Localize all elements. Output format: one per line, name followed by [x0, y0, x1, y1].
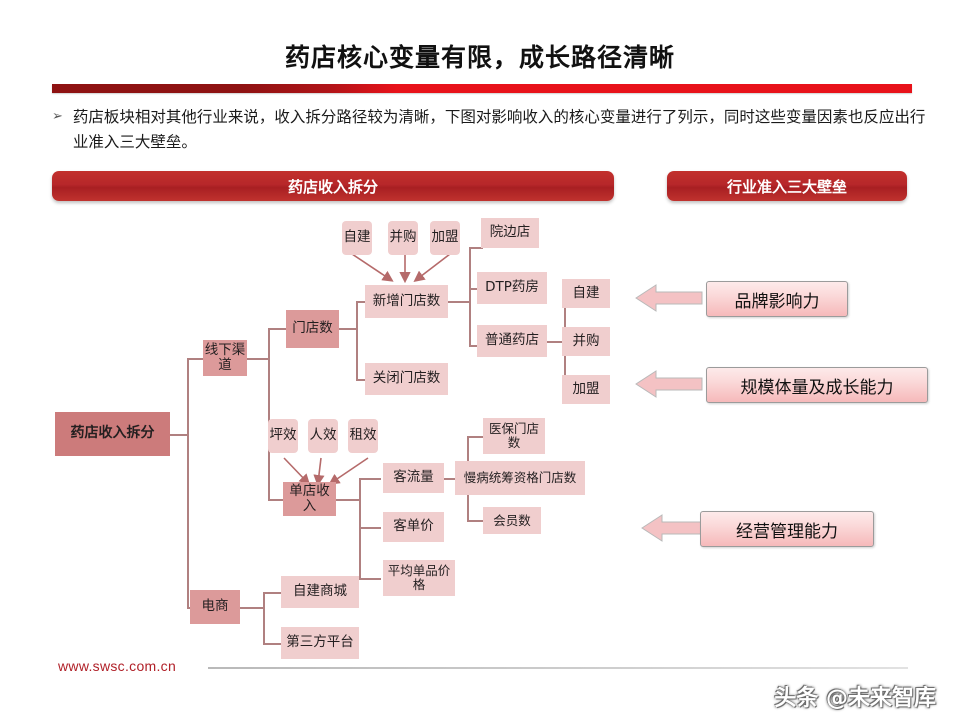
node-third-party-platform: 第三方平台: [281, 627, 359, 659]
barrier-arrow-icon: [635, 284, 703, 312]
connector: [547, 341, 565, 343]
node-own-mall: 自建商城: [281, 576, 359, 608]
connector: [187, 358, 189, 608]
barrier-brand-influence: 品牌影响力: [706, 281, 848, 317]
connector: [240, 607, 264, 609]
connector: [263, 592, 281, 594]
node-insurance-stores: 医保门店数: [483, 418, 545, 454]
node-efficiency-labor: 人效: [308, 419, 338, 453]
connector: [359, 478, 381, 480]
node-store-type-hospital-adjacent: 院边店: [481, 218, 539, 248]
connector: [356, 301, 358, 380]
node-regular-mode-self-built: 自建: [562, 279, 610, 308]
banner-revenue-breakdown: 药店收入拆分: [52, 171, 614, 201]
node-chronic-pooling-stores: 慢病统筹资格门店数: [455, 461, 585, 495]
connector: [339, 328, 357, 330]
connector: [448, 301, 470, 303]
footer-divider: [208, 667, 908, 669]
node-average-item-price: 平均单品价格: [383, 560, 455, 596]
connector: [469, 247, 483, 249]
node-store-type-dtp: DTP药房: [477, 272, 547, 304]
converging-arrows-new-stores: [351, 253, 451, 284]
connector: [170, 434, 188, 436]
node-new-store-mode-self-built: 自建: [342, 221, 372, 255]
converging-arrows-store-revenue: [283, 457, 369, 487]
node-efficiency-area: 坪效: [268, 419, 298, 453]
node-customer-traffic: 客流量: [383, 463, 444, 493]
connector: [359, 578, 381, 580]
node-store-count: 门店数: [286, 310, 339, 348]
node-member-count: 会员数: [483, 507, 541, 534]
node-efficiency-rent: 租效: [348, 419, 378, 453]
node-new-store-mode-franchise: 加盟: [430, 221, 460, 255]
connector: [268, 328, 286, 330]
connector: [247, 358, 269, 360]
node-root-revenue-breakdown: 药店收入拆分: [55, 412, 170, 456]
title-underline-rule: [52, 84, 912, 93]
connector: [467, 520, 483, 522]
connector: [268, 328, 270, 500]
connector: [263, 643, 281, 645]
node-regular-mode-acquisition: 并购: [562, 327, 610, 356]
connector: [469, 345, 483, 347]
footer-website-url[interactable]: www.swsc.com.cn: [58, 658, 177, 674]
connector: [336, 499, 360, 501]
bullet-paragraph: ➢ 药店板块相对其他行业来说，收入拆分路径较为清晰，下图对影响收入的核心变量进行…: [52, 105, 932, 155]
bullet-text: 药店板块相对其他行业来说，收入拆分路径较为清晰，下图对影响收入的核心变量进行了列…: [72, 108, 926, 151]
connector: [467, 436, 483, 438]
connector: [469, 247, 471, 346]
connector: [263, 592, 265, 644]
node-average-transaction: 客单价: [383, 512, 444, 542]
node-store-type-regular: 普通药店: [477, 325, 547, 357]
connector: [356, 301, 368, 303]
watermark-label: 头条 @未来智库: [774, 686, 936, 711]
node-closed-stores: 关闭门店数: [365, 363, 448, 395]
node-ecommerce-channel: 电商: [190, 590, 240, 624]
node-regular-mode-franchise: 加盟: [562, 375, 610, 404]
barrier-arrow-icon: [635, 370, 703, 398]
node-offline-channel: 线下渠道: [203, 340, 247, 376]
bullet-arrow-icon: ➢: [52, 108, 63, 123]
node-store-revenue: 单店收入: [283, 482, 336, 516]
connector: [187, 358, 203, 360]
connector: [359, 527, 381, 529]
connector: [268, 499, 286, 501]
banner-entry-barriers: 行业准入三大壁垒: [667, 171, 907, 201]
node-new-store-mode-acquisition: 并购: [388, 221, 418, 255]
barrier-operations-management: 经营管理能力: [700, 511, 874, 547]
barrier-scale-growth: 规模体量及成长能力: [706, 367, 928, 403]
connector: [356, 379, 368, 381]
node-new-stores: 新增门店数: [365, 285, 448, 318]
connector: [469, 288, 483, 290]
page-title: 药店核心变量有限，成长路径清晰: [284, 43, 675, 72]
